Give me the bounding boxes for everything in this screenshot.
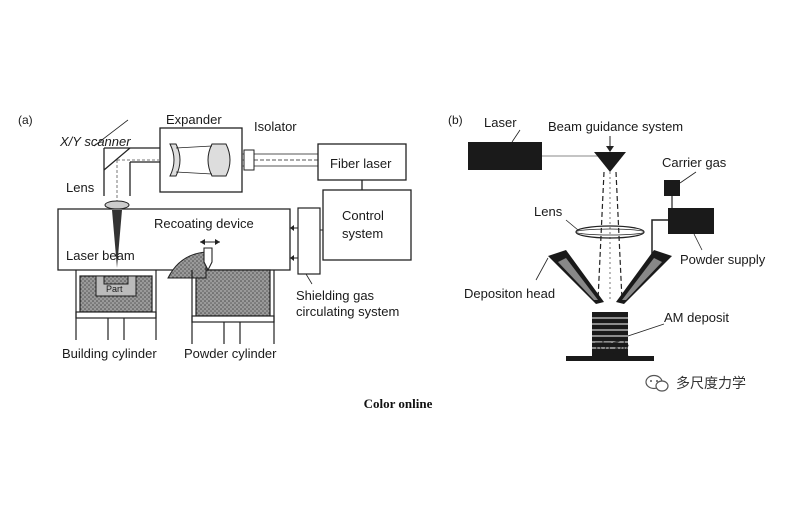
expander-lens-left bbox=[169, 143, 181, 177]
shielding-gas-unit bbox=[297, 207, 321, 275]
carrier-gas-label: Carrier gas bbox=[662, 155, 727, 170]
fiber-laser-label: Fiber laser bbox=[330, 156, 392, 171]
powder-supply-box bbox=[668, 208, 714, 234]
part-label: Part bbox=[106, 284, 123, 294]
laser-beam-cone bbox=[112, 210, 122, 268]
laser-label: Laser bbox=[484, 115, 517, 130]
scanner-mirror bbox=[103, 147, 131, 171]
powder-supply-label: Powder supply bbox=[680, 252, 766, 267]
panel-b: (b) bbox=[448, 113, 766, 361]
figure-caption: Color online bbox=[364, 396, 433, 411]
recoater-blade bbox=[203, 247, 213, 272]
xy-scanner-label: X/Y scanner bbox=[59, 134, 131, 149]
laser-beam-label: Laser beam bbox=[66, 248, 135, 263]
shielding-gas-label-2: circulating system bbox=[296, 304, 399, 319]
am-deposit-stack bbox=[592, 312, 628, 356]
panel-a-tag: (a) bbox=[18, 113, 33, 127]
laser-source-box bbox=[468, 142, 542, 170]
am-deposit-label: AM deposit bbox=[664, 310, 729, 325]
powder-heap bbox=[167, 251, 207, 279]
watermark: 多尺度力学 bbox=[645, 374, 746, 392]
shielding-gas-label-1: Shielding gas bbox=[296, 288, 375, 303]
lens-a bbox=[104, 200, 130, 210]
beam-guidance-prism bbox=[594, 152, 626, 172]
powder-cylinder bbox=[195, 269, 271, 317]
control-system-label-2: system bbox=[342, 226, 383, 241]
beam-guidance-label: Beam guidance system bbox=[548, 119, 683, 134]
powder-cylinder-label: Powder cylinder bbox=[184, 346, 277, 361]
build-chamber bbox=[57, 208, 291, 271]
isolator-label: Isolator bbox=[254, 119, 297, 134]
panel-b-tag: (b) bbox=[448, 113, 463, 127]
building-cylinder-label: Building cylinder bbox=[62, 346, 157, 361]
isolator-box bbox=[243, 149, 255, 171]
expander-label: Expander bbox=[166, 112, 222, 127]
lens-label-b: Lens bbox=[534, 204, 563, 219]
deposition-head-label: Depositon head bbox=[464, 286, 555, 301]
watermark-text: 多尺度力学 bbox=[676, 375, 746, 391]
substrate-plate bbox=[566, 356, 654, 361]
panel-a: (a) bbox=[18, 112, 412, 361]
control-system-label-1: Control bbox=[342, 208, 384, 223]
control-system-box bbox=[322, 189, 412, 261]
fiber-laser-box bbox=[317, 143, 407, 181]
expander-lens-right bbox=[207, 143, 231, 177]
recoating-device-label: Recoating device bbox=[154, 216, 254, 231]
watermark-faded-text: 南秋 bbox=[594, 340, 630, 360]
wechat-icon bbox=[645, 374, 669, 392]
carrier-gas-box bbox=[664, 180, 680, 196]
part-shape bbox=[95, 275, 137, 297]
lens-label-a: Lens bbox=[66, 180, 95, 195]
